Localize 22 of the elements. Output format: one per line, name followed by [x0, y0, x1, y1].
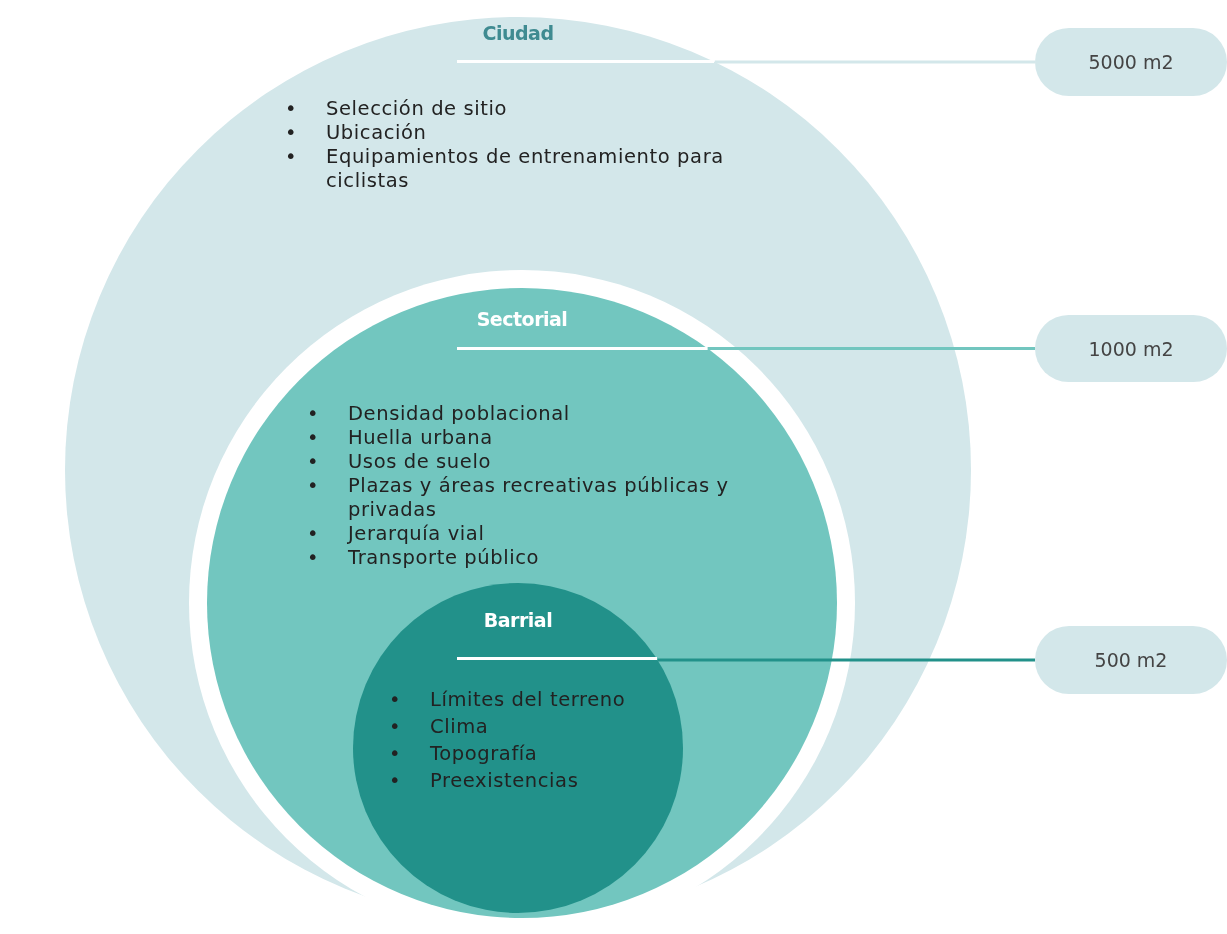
connector-line — [707, 347, 1035, 350]
bullet-item: • Clima — [389, 714, 490, 740]
bullet-item: • Jerarquía vial — [307, 522, 486, 546]
bullet-item: • Preexistencias — [389, 768, 580, 794]
bullet-item: • Topografía — [389, 741, 539, 767]
circle-heading: Ciudad — [481, 22, 555, 44]
bullet-item: • Equipamientos de entrenamiento para ciclistas — [285, 145, 725, 193]
area-label: 1000 m2 — [1035, 315, 1227, 382]
bullet-item: • Ubicación — [285, 121, 428, 145]
bullet-item: • Usos de suelo — [307, 450, 492, 474]
bullet-item: • Densidad poblacional — [307, 402, 571, 426]
circle-heading: Barrial — [482, 609, 554, 631]
bullet-item: • Transporte público — [307, 546, 541, 570]
bullet-item: • Selección de sitio — [285, 97, 509, 121]
connector-line — [657, 658, 1035, 662]
bullet-item: • Huella urbana — [307, 426, 494, 450]
connector-line — [714, 60, 1035, 64]
area-label: 5000 m2 — [1035, 28, 1227, 96]
area-label: 500 m2 — [1035, 626, 1227, 694]
bullet-item: • Límites del terreno — [389, 687, 627, 713]
circle-heading: Sectorial — [475, 308, 569, 330]
bullet-item: • Plazas y áreas recreativas públicas y privadas — [307, 474, 730, 522]
